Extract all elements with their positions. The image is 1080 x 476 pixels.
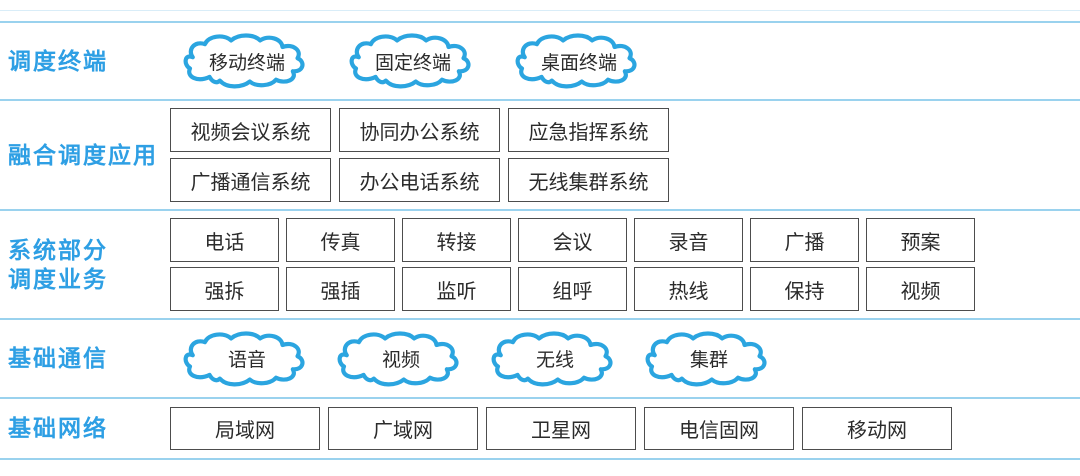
layer-label-line-1: 系统部分 bbox=[8, 236, 108, 263]
layer-label-dispatch-applications: 融合调度应用 bbox=[8, 141, 158, 168]
app-box: 办公电话系统 bbox=[339, 158, 500, 202]
comm-cloud: 视频 bbox=[334, 330, 468, 388]
layer-label-dispatch-terminals: 调度终端 bbox=[8, 47, 108, 74]
network-box: 广域网 bbox=[328, 407, 478, 450]
network-box: 移动网 bbox=[802, 407, 952, 450]
comm-cloud: 语音 bbox=[180, 330, 314, 388]
cloud-label: 视频 bbox=[381, 350, 420, 371]
app-box: 应急指挥系统 bbox=[508, 108, 669, 152]
service-box: 转接 bbox=[402, 218, 511, 262]
layer-dispatch-services: 系统部分 调度业务 电话 传真 转接 会议 录音 广播 预案 强拆 强插 监听 … bbox=[0, 209, 1080, 318]
terminal-cloud: 固定终端 bbox=[346, 32, 480, 90]
layer-basic-communication: 基础通信 语音 视频 无线 集群 bbox=[0, 318, 1080, 397]
network-box-grid: 局域网 广域网 卫星网 电信固网 移动网 bbox=[162, 407, 952, 450]
layer-dispatch-applications: 融合调度应用 视频会议系统 协同办公系统 应急指挥系统 广播通信系统 办公电话系… bbox=[0, 99, 1080, 209]
layer-label-dispatch-services: 系统部分 调度业务 bbox=[0, 236, 162, 294]
service-box: 广播 bbox=[750, 218, 859, 262]
service-box: 监听 bbox=[402, 267, 511, 311]
cloud-label: 语音 bbox=[227, 350, 266, 371]
application-box-grid: 视频会议系统 协同办公系统 应急指挥系统 广播通信系统 办公电话系统 无线集群系… bbox=[162, 108, 692, 202]
layer-dispatch-terminals: 调度终端 移动终端 固定终端 桌面终端 bbox=[0, 21, 1080, 99]
comm-cloud-group: 语音 视频 无线 集群 bbox=[162, 330, 776, 388]
terminal-cloud-group: 移动终端 固定终端 桌面终端 bbox=[162, 32, 646, 90]
network-box: 局域网 bbox=[170, 407, 320, 450]
layer-basic-networks: 基础网络 局域网 广域网 卫星网 电信固网 移动网 bbox=[0, 397, 1080, 458]
service-box: 保持 bbox=[750, 267, 859, 311]
terminal-cloud: 移动终端 bbox=[180, 32, 314, 90]
comm-cloud: 集群 bbox=[642, 330, 776, 388]
app-box: 视频会议系统 bbox=[170, 108, 331, 152]
service-box: 强拆 bbox=[170, 267, 279, 311]
layer-label-basic-networks: 基础网络 bbox=[8, 415, 108, 442]
network-box: 电信固网 bbox=[644, 407, 794, 450]
service-box: 视频 bbox=[866, 267, 975, 311]
top-faint-divider bbox=[0, 10, 1080, 11]
cloud-label: 桌面终端 bbox=[540, 52, 617, 74]
service-box: 会议 bbox=[518, 218, 627, 262]
service-box: 组呼 bbox=[518, 267, 627, 311]
terminal-cloud: 桌面终端 bbox=[512, 32, 646, 90]
network-box: 卫星网 bbox=[486, 407, 636, 450]
service-box: 强插 bbox=[286, 267, 395, 311]
app-box: 协同办公系统 bbox=[339, 108, 500, 152]
service-box: 电话 bbox=[170, 218, 279, 262]
bottom-divider bbox=[0, 458, 1080, 460]
comm-cloud: 无线 bbox=[488, 330, 622, 388]
cloud-label: 固定终端 bbox=[374, 52, 451, 74]
service-box: 传真 bbox=[286, 218, 395, 262]
service-box: 录音 bbox=[634, 218, 743, 262]
cloud-label: 无线 bbox=[535, 350, 574, 371]
layer-label-basic-communication: 基础通信 bbox=[8, 345, 108, 372]
layer-label-line-2: 调度业务 bbox=[8, 265, 108, 292]
cloud-label: 移动终端 bbox=[208, 52, 285, 74]
app-box: 无线集群系统 bbox=[508, 158, 669, 202]
service-box: 热线 bbox=[634, 267, 743, 311]
service-box-grid: 电话 传真 转接 会议 录音 广播 预案 强拆 强插 监听 组呼 热线 保持 视… bbox=[162, 218, 980, 311]
cloud-label: 集群 bbox=[689, 350, 728, 371]
service-box: 预案 bbox=[866, 218, 975, 262]
app-box: 广播通信系统 bbox=[170, 158, 331, 202]
